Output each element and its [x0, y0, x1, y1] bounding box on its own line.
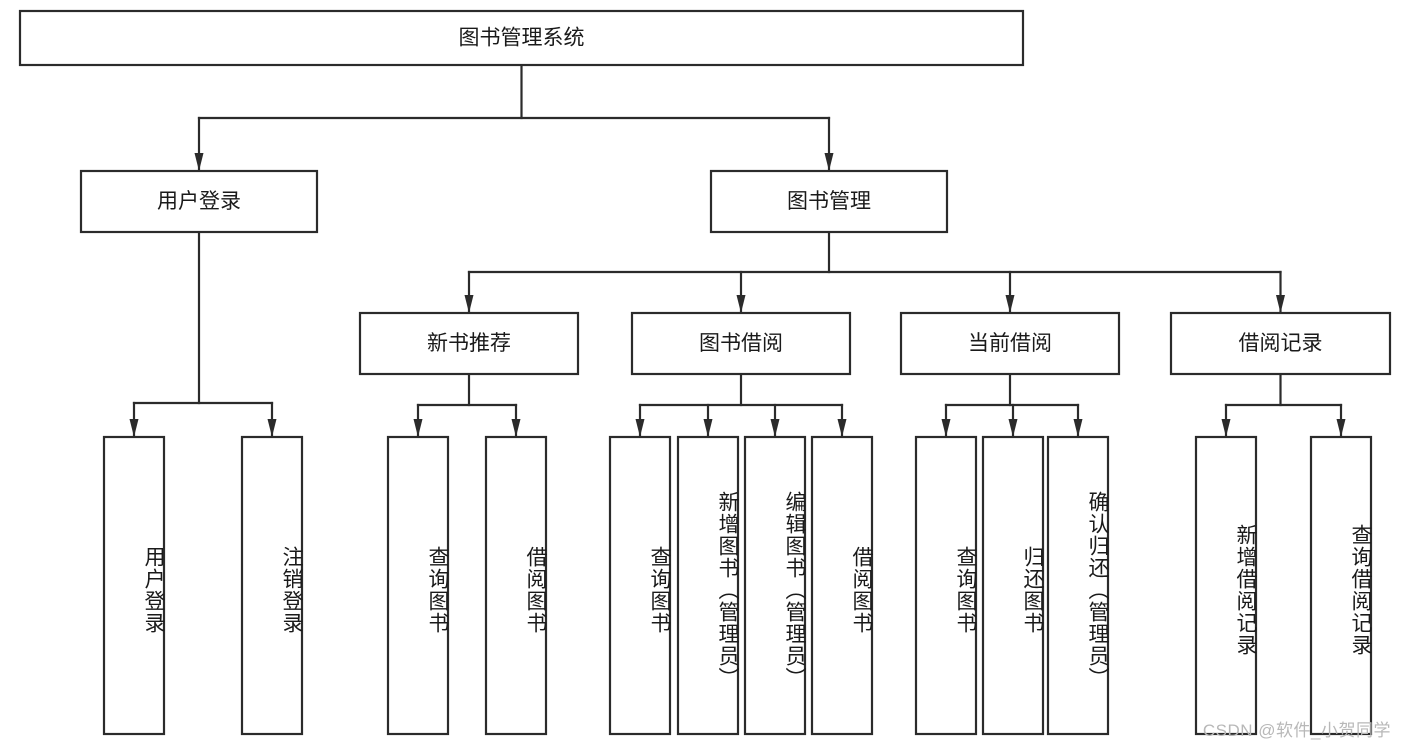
- node-leaf-query-book-2[interactable]: [608, 435, 672, 736]
- arrow-head-icon: [1276, 295, 1285, 313]
- node-leaf-user-logout[interactable]: [240, 435, 304, 736]
- arrow-head-icon: [511, 419, 521, 437]
- node-leaf-edit-book[interactable]: [743, 435, 807, 736]
- arrow-head-icon: [413, 419, 423, 437]
- node-boxes: [18, 9, 1392, 736]
- node-leaf-query-book-3[interactable]: [914, 435, 978, 736]
- node-root-label: 图书管理系统: [459, 27, 585, 50]
- node-leaf-borrow-book-2[interactable]: [810, 435, 874, 736]
- arrow-head-icon: [770, 419, 780, 437]
- node-current-borrow[interactable]: [899, 311, 1121, 376]
- arrow-head-icon: [1008, 419, 1018, 437]
- arrow-head-icon: [1073, 419, 1083, 437]
- node-book-borrow-label: 图书借阅: [699, 332, 783, 355]
- arrow-head-icon: [703, 419, 713, 437]
- arrow-head-icon: [1336, 419, 1346, 437]
- arrow-head-icon: [464, 295, 474, 313]
- arrow-head-icon: [129, 419, 139, 437]
- node-current-borrow-label: 当前借阅: [968, 332, 1052, 355]
- node-leaf-add-book[interactable]: [676, 435, 740, 736]
- arrow-head-icon: [837, 419, 847, 437]
- arrow-head-icon: [824, 153, 834, 171]
- node-leaf-return-book[interactable]: [981, 435, 1045, 736]
- node-borrow-record-label: 借阅记录: [1239, 332, 1323, 355]
- arrow-head-icon: [941, 419, 951, 437]
- node-book-manage-label: 图书管理: [787, 190, 871, 213]
- node-leaf-add-record[interactable]: [1194, 435, 1258, 736]
- node-new-book-recommend-label: 新书推荐: [427, 332, 511, 355]
- node-new-book-recommend[interactable]: [358, 311, 580, 376]
- node-user-login[interactable]: [79, 169, 319, 234]
- arrow-head-icon: [194, 153, 204, 171]
- node-borrow-record[interactable]: [1169, 311, 1392, 376]
- node-book-borrow[interactable]: [630, 311, 852, 376]
- node-leaf-confirm-return[interactable]: [1046, 435, 1110, 736]
- node-root[interactable]: [18, 9, 1025, 67]
- node-leaf-borrow-book-1[interactable]: [484, 435, 548, 736]
- arrow-head-icon: [635, 419, 645, 437]
- connector-lines: [129, 63, 1346, 439]
- arrow-head-icon: [1221, 419, 1231, 437]
- node-leaf-query-record[interactable]: [1309, 435, 1373, 736]
- node-leaf-query-book-1[interactable]: [386, 435, 450, 736]
- node-user-login-label: 用户登录: [157, 190, 241, 213]
- arrow-head-icon: [736, 295, 746, 313]
- node-book-manage[interactable]: [709, 169, 949, 234]
- arrow-head-icon: [1005, 295, 1015, 313]
- watermark: CSDN @软件_小贺同学: [1202, 721, 1391, 740]
- arrow-head-icon: [267, 419, 277, 437]
- node-leaf-user-login[interactable]: [102, 435, 166, 736]
